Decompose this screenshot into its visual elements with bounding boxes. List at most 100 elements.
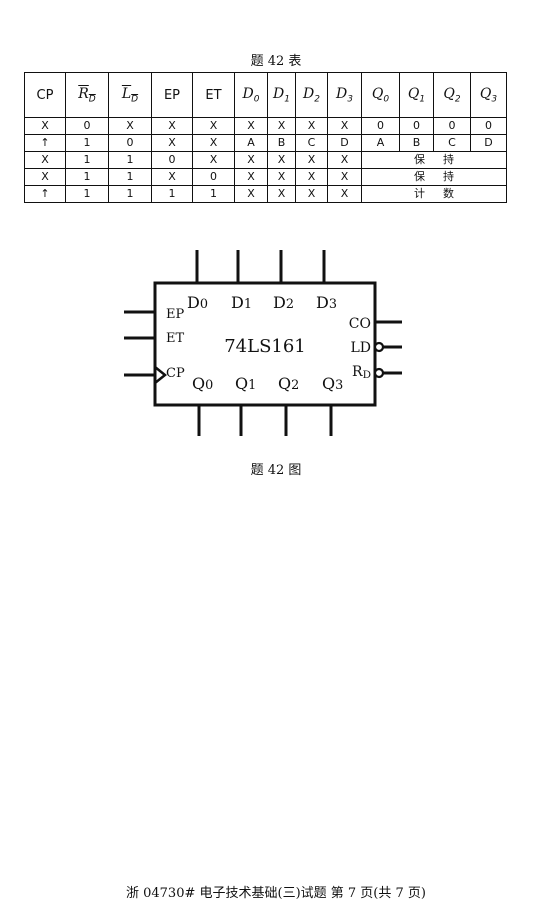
table-cell: 0 (433, 117, 471, 135)
column-header: ET (192, 72, 235, 118)
clock-input-symbol (154, 366, 168, 384)
table-cell: C (295, 134, 328, 152)
table-cell: 1 (151, 185, 193, 203)
top-pin-label: D1 (231, 293, 252, 312)
bottom-pin-label: Q0 (192, 374, 213, 393)
table-cell: ↑ (24, 185, 66, 203)
left-pin-lines (124, 310, 155, 377)
table-cell: 0 (470, 117, 507, 135)
table-cell: X (192, 117, 235, 135)
table-cell: X (295, 117, 328, 135)
table-cell: A (234, 134, 268, 152)
table-cell: ↑ (24, 134, 66, 152)
top-pin-label: D3 (316, 293, 337, 312)
column-header: Q3 (470, 72, 507, 118)
table-cell: A (361, 134, 400, 152)
chip-diagram: D0 D1 D2 D3 Q0 Q1 Q2 Q3 EP ET CP CO LD RD 74LS161 (124, 250, 402, 436)
column-header: D1 (267, 72, 296, 118)
table-cell: X (267, 185, 296, 203)
table-cell: 0 (361, 117, 400, 135)
left-pin-label: ET (166, 331, 184, 346)
table-cell: X (327, 185, 362, 203)
bottom-pin-lines (197, 405, 333, 436)
ld-inversion-bubble (373, 341, 385, 353)
table-cell: X (24, 168, 66, 186)
table-cell: 1 (192, 185, 235, 203)
column-header: LD (108, 72, 152, 118)
merged-output-cell: 保持 (361, 151, 507, 169)
table-cell: X (234, 151, 268, 169)
table-cell: B (267, 134, 296, 152)
left-pin-label: CP (166, 366, 185, 381)
table-cell: B (399, 134, 434, 152)
table-cell: 0 (151, 151, 193, 169)
table-cell: D (327, 134, 362, 152)
column-header: Q2 (433, 72, 471, 118)
table-cell: X (192, 134, 235, 152)
column-header: RD (65, 72, 109, 118)
column-header: Q1 (399, 72, 434, 118)
table-cell: X (267, 117, 296, 135)
column-header: EP (151, 72, 193, 118)
table-cell: X (24, 151, 66, 169)
table-cell: 0 (399, 117, 434, 135)
right-pin-label: RD (352, 364, 371, 381)
merged-output-cell: 计数 (361, 185, 507, 203)
figure-caption: 题 42 图 (250, 463, 302, 478)
column-header: CP (24, 72, 66, 118)
table-cell: X (327, 117, 362, 135)
top-pin-label: D2 (273, 293, 294, 312)
column-header: D3 (327, 72, 362, 118)
rd-inversion-bubble (373, 367, 385, 379)
column-header: D0 (234, 72, 268, 118)
bottom-pin-label: Q2 (278, 374, 299, 393)
right-pin-label: CO (349, 316, 371, 332)
top-pin-lines (195, 250, 326, 283)
table-cell: X (24, 117, 66, 135)
table-cell: 1 (65, 168, 109, 186)
table-caption: 题 42 表 (250, 54, 302, 69)
table-cell: X (295, 151, 328, 169)
table-cell: X (295, 185, 328, 203)
left-pin-label: EP (166, 307, 184, 322)
table-cell: 1 (65, 185, 109, 203)
table-cell: X (192, 151, 235, 169)
chip-name: 74LS161 (224, 336, 306, 357)
table-cell: X (234, 168, 268, 186)
right-pin-label: LD (350, 340, 371, 356)
table-cell: 1 (108, 151, 152, 169)
top-pin-label: D0 (187, 293, 208, 312)
table-cell: 0 (192, 168, 235, 186)
table-cell: X (234, 117, 268, 135)
table-cell: X (151, 168, 193, 186)
table-cell: 1 (108, 185, 152, 203)
table-cell: X (267, 151, 296, 169)
table-cell: 1 (65, 151, 109, 169)
table-cell: X (295, 168, 328, 186)
bottom-pin-label: Q1 (235, 374, 256, 393)
table-cell: X (151, 117, 193, 135)
page-footer: 浙 04730# 电子技术基础(三)试题 第 7 页(共 7 页) (125, 886, 426, 901)
merged-output-cell: 保持 (361, 168, 507, 186)
column-header: D2 (295, 72, 328, 118)
table-cell: X (234, 185, 268, 203)
table-cell: X (267, 168, 296, 186)
table-cell: X (327, 151, 362, 169)
table-cell: X (327, 168, 362, 186)
bottom-pin-label: Q3 (322, 374, 343, 393)
table-cell: 1 (108, 168, 152, 186)
table-cell: X (108, 117, 152, 135)
table-cell: 0 (65, 117, 109, 135)
table-cell: C (433, 134, 471, 152)
table-cell: X (151, 134, 193, 152)
table-cell: 1 (65, 134, 109, 152)
table-cell: D (470, 134, 507, 152)
table-cell: 0 (108, 134, 152, 152)
